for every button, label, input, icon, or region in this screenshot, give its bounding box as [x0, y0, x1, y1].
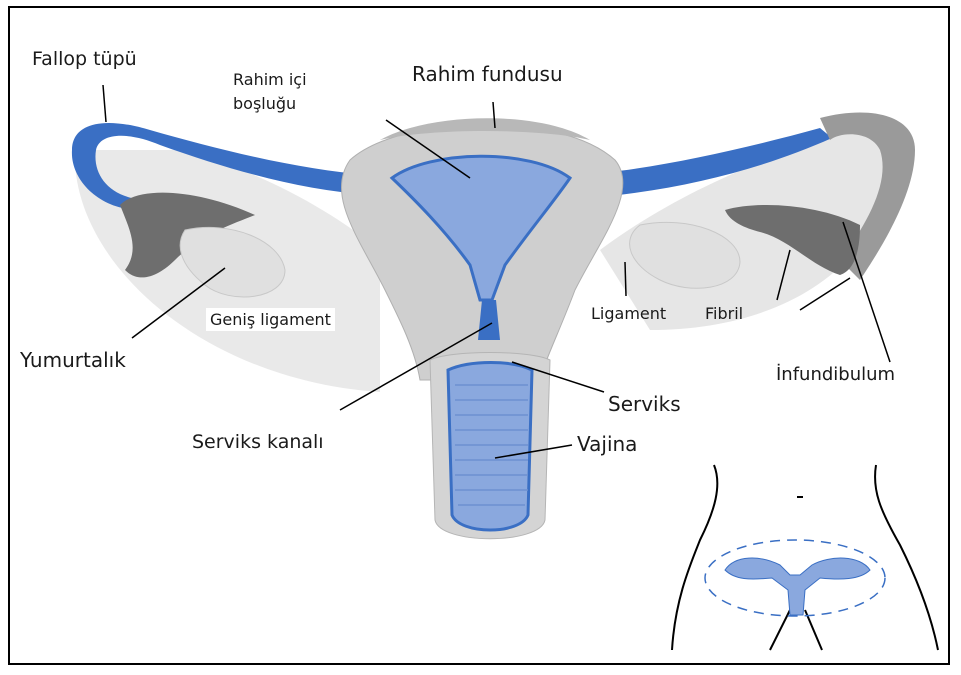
mini-uterus [725, 558, 870, 615]
label-fallopian-tube: Fallop tüpü [32, 48, 137, 71]
label-ligament: Ligament [591, 304, 666, 323]
label-uterine-cavity-line2: boşluğu [233, 94, 296, 113]
label-vagina: Vajina [577, 432, 637, 456]
label-cervix: Serviks [608, 392, 681, 416]
label-ovary: Yumurtalık [20, 348, 126, 372]
label-broad-ligament: Geniş ligament [206, 308, 335, 331]
label-uterine-cavity-line1: Rahim içi [233, 70, 307, 89]
label-uterine-fundus: Rahim fundusu [412, 62, 563, 86]
label-fimbriae: Fibril [705, 304, 743, 323]
body-silhouette-inset [672, 465, 938, 650]
label-cervical-canal: Serviks kanalı [192, 431, 324, 454]
label-infundibulum: İnfundibulum [776, 364, 895, 386]
